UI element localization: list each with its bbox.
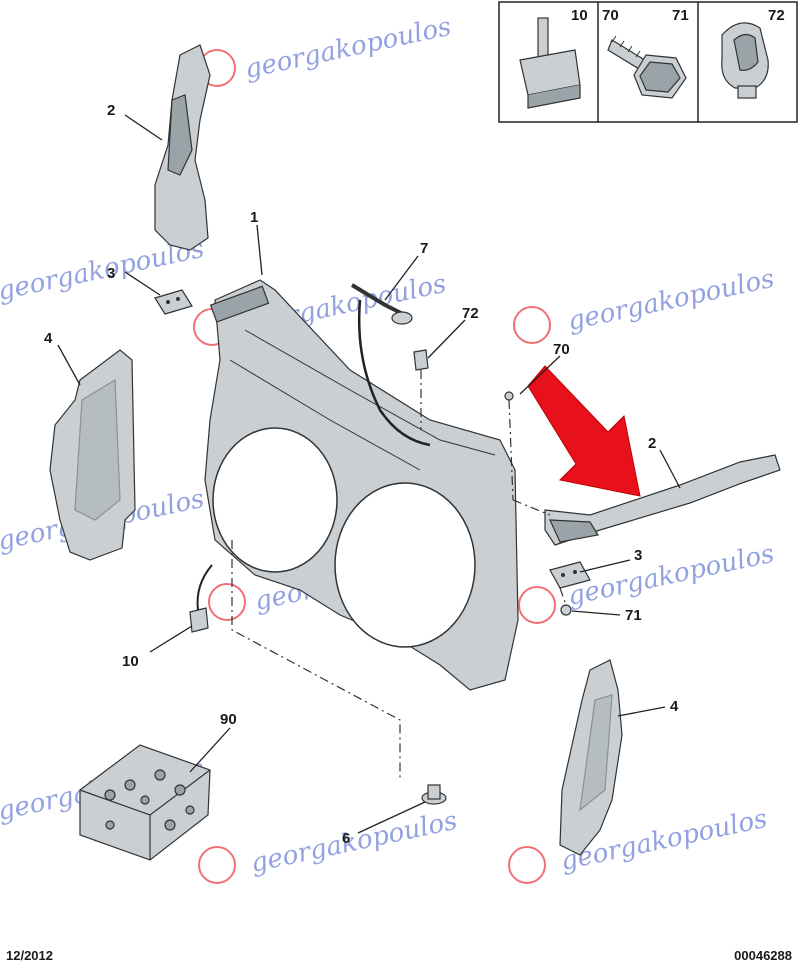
watermark-logo: georgakopoulos <box>513 264 777 344</box>
callout-90: 90 <box>220 711 237 728</box>
inset-label-10: 10 <box>571 7 588 24</box>
part-71-nut <box>560 604 572 616</box>
callout-7: 7 <box>420 240 428 257</box>
part-10-clip <box>189 564 213 633</box>
bolt-70-drawing <box>607 35 687 99</box>
watermark-logo: georgakopoulos <box>198 806 460 884</box>
callout-4-right: 4 <box>670 698 679 715</box>
leader-lines <box>57 114 681 834</box>
clip-72-drawing <box>721 22 769 99</box>
callout-1: 1 <box>250 209 258 226</box>
watermark-text: georgakopoulos <box>242 12 454 85</box>
watermark-text: georgakopoulos <box>565 539 777 612</box>
part-2-right-bracket <box>544 454 781 546</box>
part-4-right-deflector <box>559 659 623 856</box>
callout-10: 10 <box>122 653 139 670</box>
callout-3-left: 3 <box>107 265 115 282</box>
clip-10-drawing <box>519 17 581 109</box>
footer-date: 12/2012 <box>6 948 53 963</box>
callout-6: 6 <box>342 830 350 847</box>
callout-3-right: 3 <box>634 547 642 564</box>
callout-4-left: 4 <box>44 330 53 347</box>
red-arrow <box>527 365 641 497</box>
callout-2-left: 2 <box>107 102 115 119</box>
part-6-grommet <box>421 784 447 805</box>
part-2-left-bracket <box>154 44 211 251</box>
part-3-left-plate <box>154 289 193 315</box>
part-70-bolt <box>504 391 514 501</box>
red-arrow-shape <box>527 365 641 497</box>
part-90-kit-box <box>79 744 211 861</box>
part-3-right-plate <box>549 561 591 589</box>
footer-diagram-number: 00046288 <box>734 948 792 963</box>
watermark-text: georgakopoulos <box>248 806 460 879</box>
callout-72: 72 <box>462 305 479 322</box>
inset-label-71: 71 <box>672 7 689 24</box>
callout-2-right: 2 <box>648 435 656 452</box>
assembly-lines <box>231 499 567 780</box>
callouts: 1 2 2 3 3 4 4 6 7 10 70 71 72 90 <box>44 102 679 847</box>
part-1-front-panel <box>204 279 519 691</box>
inset-label-70: 70 <box>602 7 619 24</box>
part-7-cable <box>350 283 431 447</box>
inset-panel: 10 70 71 72 <box>498 1 798 123</box>
callout-71: 71 <box>625 607 642 624</box>
part-4-left-deflector <box>49 349 136 561</box>
callout-70: 70 <box>553 341 570 358</box>
watermark-logo: georgakopoulos <box>198 12 454 87</box>
watermark-text: georgakopoulos <box>565 264 777 337</box>
watermark-logo: georgakopoulos <box>508 804 770 884</box>
part-72-clip <box>413 349 429 430</box>
inset-label-72: 72 <box>768 7 785 24</box>
